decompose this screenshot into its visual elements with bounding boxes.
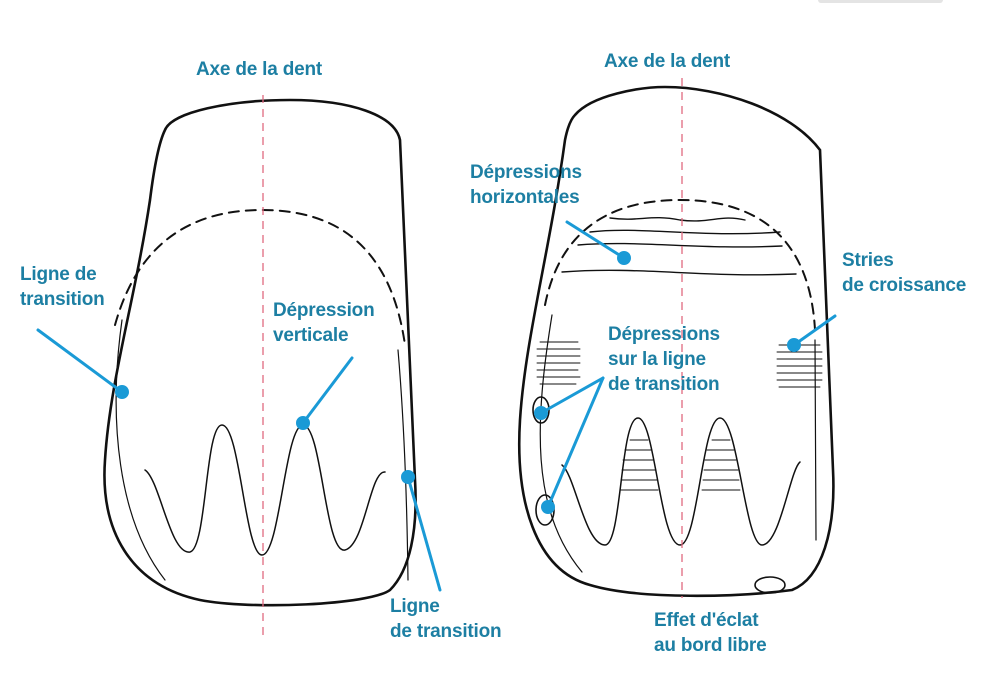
label-line: de transition [608, 374, 720, 395]
label-line: Stries [842, 250, 894, 271]
right-mamelons [561, 417, 801, 546]
edge-chip-ellipse [754, 576, 786, 594]
left-transition-label: Ligne de transition [20, 262, 105, 312]
mamelon-striae [619, 439, 741, 491]
left-transition-line-r [397, 349, 409, 581]
label-line: Ligne [390, 596, 440, 617]
edge-chipping-label: Effet d'éclat au bord libre [654, 608, 767, 658]
right-transition-line-r [814, 339, 817, 541]
left-transition-line-l [115, 319, 166, 581]
right-axis-label: Axe de la dent [604, 51, 731, 72]
label-line: Effet d'éclat [654, 610, 759, 631]
right-tooth-outline [518, 85, 835, 598]
growth-striae-label: Stries de croissance [842, 248, 966, 298]
leader-transition-depression-1 [539, 376, 605, 415]
label-line: au bord libre [654, 635, 767, 656]
left-dashed-arc [114, 208, 406, 346]
label-line: de transition [390, 621, 502, 642]
left-mamelons [144, 424, 386, 556]
left-axis-label: Axe de la dent [196, 59, 323, 80]
label-line: Dépressions [470, 162, 582, 183]
label-line: verticale [273, 325, 349, 346]
transition-depressions-label: Dépressions sur la ligne de transition [608, 322, 720, 397]
top-edge-bar [818, 0, 943, 3]
right-dashed-arc [544, 198, 816, 331]
leader-growth-striae [792, 314, 837, 347]
leader-horizontal-depressions [565, 220, 626, 260]
label-line: horizontales [470, 187, 580, 208]
horizontal-depression-lines [561, 217, 797, 276]
label-line: transition [20, 289, 105, 310]
label-line: Dépressions [608, 324, 720, 345]
left-tooth-outline [103, 98, 417, 607]
growth-striae-left [536, 341, 581, 385]
label-line: de croissance [842, 275, 967, 296]
label-line: Ligne de [20, 264, 97, 285]
leader-vertical-depression [301, 356, 354, 425]
right-transition-line-l [539, 314, 583, 573]
label-line: sur la ligne [608, 349, 706, 370]
leader-transition-depression-2 [546, 376, 605, 509]
leader-transition-left [36, 328, 124, 394]
right-transition-label: Ligne de transition [390, 594, 502, 644]
label-line: Dépression [273, 300, 375, 321]
horizontal-depressions-label: Dépressions horizontales [470, 160, 582, 210]
leader-transition-right [406, 475, 442, 592]
vertical-depression-label: Dépression verticale [273, 298, 375, 348]
growth-striae-right [776, 344, 823, 388]
